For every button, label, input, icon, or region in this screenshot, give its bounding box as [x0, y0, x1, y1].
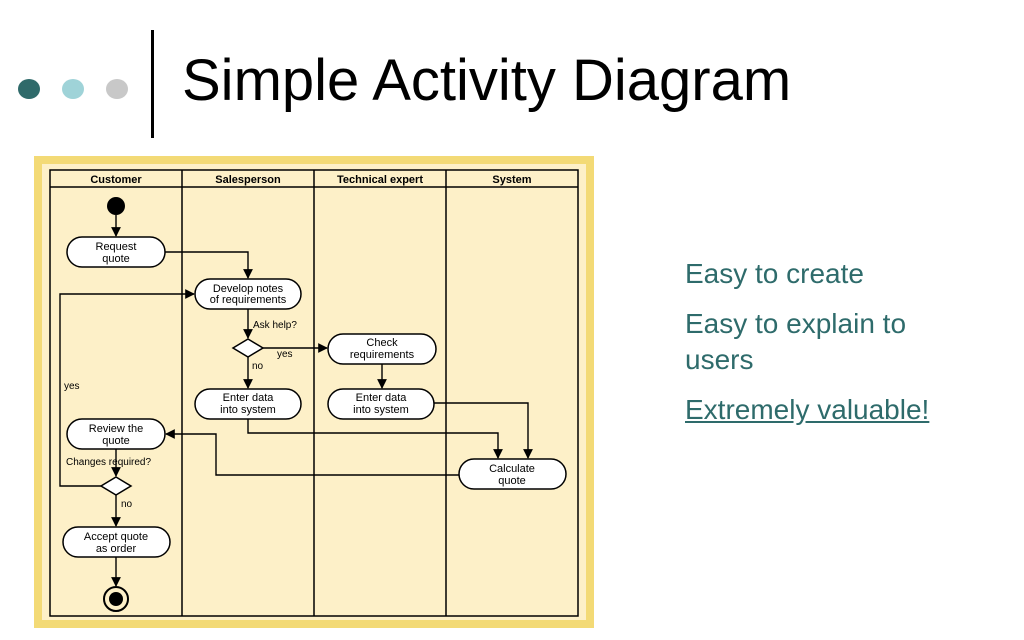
label-yes-changes: yes [64, 381, 80, 392]
flow-enter-tech-to-calc [434, 402, 533, 459]
flow-enter-sales-to-calc [247, 419, 503, 459]
bullet-list: Easy to create Easy to explain to users … [685, 256, 1005, 442]
node-enter-data-tech-line2: into system [353, 404, 409, 416]
node-review-quote-line1: Review the [89, 423, 143, 435]
swimlane-grid [49, 169, 579, 617]
title-divider [151, 30, 154, 138]
lane-header-technical-expert: Technical expert [337, 174, 423, 186]
lane-header-system: System [492, 174, 531, 186]
bullet-easy-to-explain-line1: Easy to explain to [685, 308, 907, 339]
node-develop-notes-line1: Develop notes [213, 283, 284, 295]
label-no-help: no [252, 361, 264, 372]
slide-title: Simple Activity Diagram [182, 48, 792, 113]
decision-ask-help [231, 338, 265, 358]
flow-request-to-develop [165, 251, 253, 279]
node-accept-quote-line1: Accept quote [84, 531, 148, 543]
node-check-requirements-line1: Check [366, 337, 398, 349]
node-enter-data-tech [327, 388, 435, 420]
bullet-extremely-valuable: Extremely valuable! [685, 394, 930, 425]
label-changes-required: Changes required? [66, 457, 151, 468]
bullet-easy-to-explain: Easy to explain to users [685, 306, 1005, 378]
label-ask-help: Ask help? [253, 320, 297, 331]
node-accept-quote-line2: as order [96, 543, 137, 555]
node-check-requirements-line2: requirements [350, 349, 415, 361]
lane-header-salesperson: Salesperson [215, 174, 281, 186]
bullet-dot-gray [106, 79, 128, 99]
bullet-dot-light [62, 79, 84, 99]
node-develop-notes-line2: of requirements [210, 294, 287, 306]
node-enter-data-tech-line1: Enter data [356, 392, 408, 404]
node-calculate-quote-line1: Calculate [489, 463, 535, 475]
bullet-easy-to-create: Easy to create [685, 258, 864, 289]
bullet-dot-dark [18, 79, 40, 99]
decision-changes-required [99, 476, 133, 496]
initial-node [107, 197, 125, 215]
node-request-quote-line1: Request [96, 241, 137, 253]
node-review-quote-line2: quote [102, 435, 130, 447]
label-no-changes: no [121, 499, 133, 510]
node-calculate-quote [458, 458, 567, 490]
flow-yes-back-to-develop [59, 289, 195, 487]
bullet-easy-to-explain-line2: users [685, 344, 754, 375]
label-yes-help: yes [277, 349, 293, 360]
node-enter-data-sales-line2: into system [220, 404, 276, 416]
node-enter-data-sales-line1: Enter data [223, 392, 275, 404]
final-node [103, 586, 129, 612]
node-request-quote-line2: quote [102, 253, 130, 265]
lane-header-customer: Customer [90, 174, 142, 186]
node-calculate-quote-line2: quote [498, 475, 526, 487]
flow-calc-to-review [165, 429, 459, 476]
